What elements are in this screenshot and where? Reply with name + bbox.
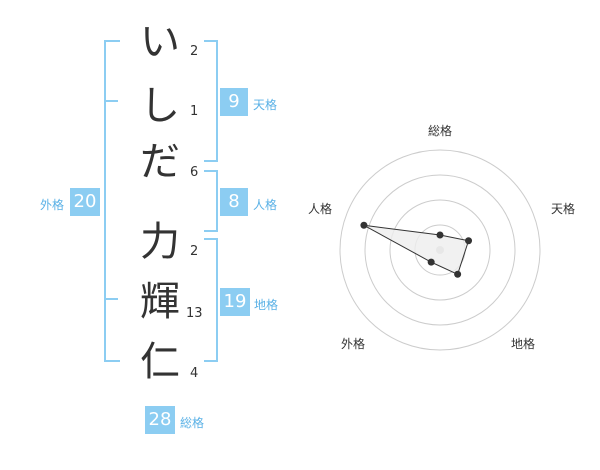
radar-axis-label-gaikaku: 外格 [341, 337, 366, 351]
name-char-5: 輝 [140, 279, 180, 325]
radar-point-2 [454, 270, 462, 278]
radar-point-1 [465, 237, 473, 245]
radar-point-0 [436, 231, 444, 239]
name-char-6: 仁 [140, 339, 180, 385]
chikaku-value: 19 [220, 288, 250, 316]
stroke-count-3: 6 [190, 165, 199, 180]
radar-axis-label-chikaku: 地格 [511, 337, 536, 351]
soukaku-label: 総格 [180, 416, 205, 430]
tenkaku-bracket [204, 40, 218, 162]
radar-ring [389, 199, 491, 301]
radar-ring [339, 149, 541, 351]
jinkaku-bracket [204, 170, 218, 232]
tenkaku-label: 天格 [253, 98, 278, 112]
radar-series-polygon [363, 224, 470, 275]
chikaku-bracket [204, 238, 218, 362]
jinkaku-value: 8 [220, 188, 248, 216]
jinkaku-label: 人格 [253, 198, 278, 212]
name-char-1: い [140, 19, 180, 65]
radar-ring [364, 174, 516, 326]
radar-point-3 [427, 258, 435, 266]
gaikaku-value: 20 [70, 188, 100, 216]
radar-axis-label-soukaku: 総格 [428, 124, 453, 138]
name-char-4: 力 [140, 219, 180, 265]
radar-axis-label-tenkaku: 天格 [551, 202, 576, 216]
name-char-3: だ [140, 139, 180, 185]
bracket-tick [104, 100, 118, 102]
stroke-count-2: 1 [190, 104, 199, 119]
radar-point-4 [360, 221, 368, 229]
radar-axis-label-jinkaku: 人格 [308, 202, 333, 216]
stroke-count-5: 13 [186, 306, 203, 321]
tenkaku-value: 9 [220, 88, 248, 116]
bracket-tick [104, 298, 118, 300]
gaikaku-label: 外格 [40, 198, 65, 212]
stroke-count-6: 4 [190, 366, 199, 381]
chikaku-label: 地格 [254, 298, 279, 312]
name-char-2: し [140, 83, 180, 129]
stroke-count-1: 2 [190, 44, 199, 59]
stroke-count-4: 2 [190, 244, 199, 259]
gaikaku-bracket [104, 40, 120, 362]
soukaku-value: 28 [145, 406, 175, 434]
